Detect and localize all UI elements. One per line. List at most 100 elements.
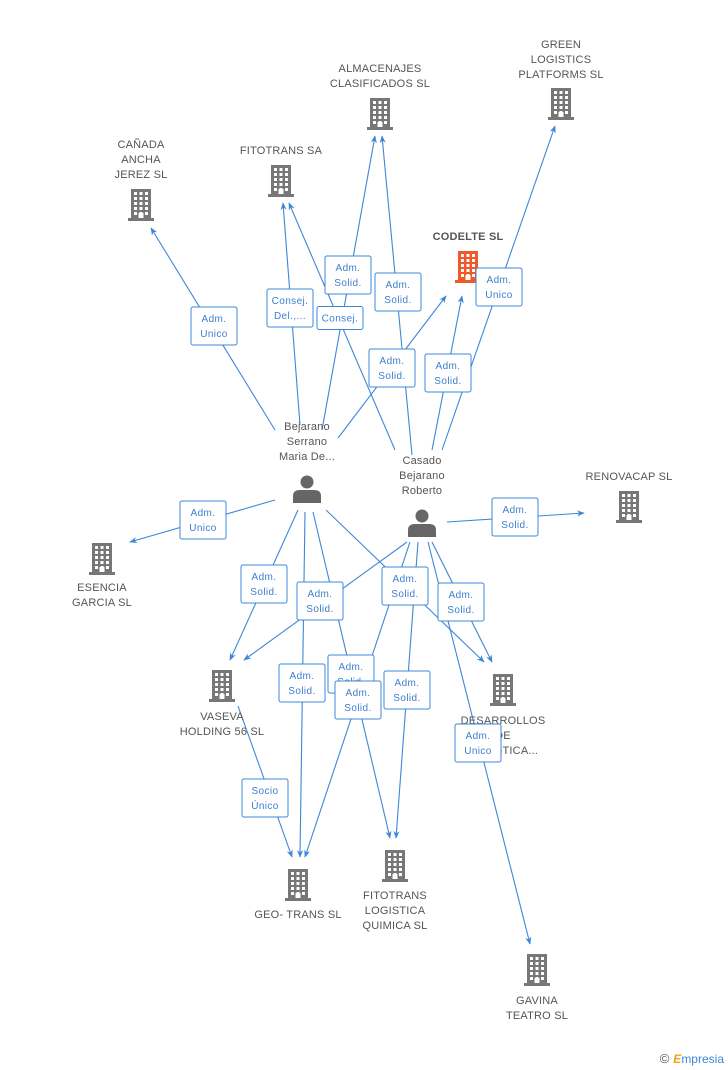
edge-label-text: Solid.	[501, 520, 528, 531]
node-label-line: FITOTRANS SA	[240, 145, 323, 157]
node-label-line: CAÑADA	[117, 138, 165, 151]
edge-label-text: Solid.	[344, 703, 371, 714]
edge-label-c-codelte: Adm. Solid.	[424, 353, 472, 393]
edge-label-c-desarrollos-a: Adm. Solid.	[437, 582, 485, 622]
edge-label-text: Adm.	[436, 361, 461, 372]
brand-initial: E	[673, 1052, 682, 1066]
node-label-line: RENOVACAP SL	[586, 471, 673, 483]
company-node-esencia[interactable]: ESENCIA GARCIA SL	[72, 543, 132, 609]
edge-label-text: Consej.	[322, 314, 359, 325]
edge-label-text: Solid.	[434, 376, 461, 387]
copyright-symbol: ©	[659, 1051, 670, 1066]
building-icon	[382, 850, 408, 882]
node-label-line: QUIMICA SL	[363, 920, 428, 932]
edge-label-b-vaseva: Adm. Solid.	[240, 564, 288, 604]
company-node-gavina[interactable]: GAVINA TEATRO SL	[506, 954, 568, 1022]
node-label-line: LOGISTICS	[531, 54, 591, 66]
node-label-line: ESENCIA	[77, 582, 127, 594]
edge-label-text: Adm.	[503, 505, 528, 516]
company-node-geotrans[interactable]: GEO- TRANS SL	[254, 869, 341, 921]
node-label-line: Casado	[402, 455, 441, 467]
person-icon	[293, 475, 321, 503]
building-icon	[548, 88, 574, 120]
node-label-line: GEO- TRANS SL	[254, 909, 341, 921]
building-icon	[268, 165, 294, 197]
node-label-line: CLASIFICADOS SL	[330, 78, 430, 90]
node-label-line: Bejarano	[399, 470, 445, 482]
company-node-almacenajes[interactable]: ALMACENAJES CLASIFICADOS SL	[330, 63, 430, 130]
edge-label-c-fitotrans-lq: Adm. Solid.	[383, 670, 431, 710]
node-label-line: ALMACENAJES	[339, 63, 422, 75]
edge-label-text: Adm.	[308, 589, 333, 600]
node-label-line: HOLDING 56 SL	[180, 726, 265, 738]
edge-label-text: Solid.	[250, 587, 277, 598]
edge-label-b-codelte: Adm.Solid.	[368, 348, 416, 388]
building-icon	[616, 491, 642, 523]
edge-label-text: Socio	[251, 786, 278, 797]
node-label-line: JEREZ SL	[115, 169, 168, 181]
edge-label-text: Solid.	[391, 589, 418, 600]
node-label-line: Maria De...	[279, 451, 335, 463]
edge-label-text: Solid.	[306, 604, 333, 615]
node-label-line: ANCHA	[121, 154, 161, 166]
edge-label-text: Solid.	[447, 605, 474, 616]
company-node-fitotrans-sa[interactable]: FITOTRANS SA	[240, 145, 323, 197]
node-label-line: PLATFORMS SL	[518, 69, 603, 81]
edge-label-text: Unico	[485, 290, 513, 301]
edge-label-text: Adm.	[393, 574, 418, 585]
edge-label-b-fitotrans-consej-del: Consej. Del.,...	[266, 288, 314, 328]
edge-label-c-vaseva: Adm. Solid.	[296, 581, 344, 621]
edge-label-c-almacenajes: Adm.Solid.	[374, 272, 422, 312]
node-label-line: GAVINA	[516, 995, 558, 1007]
node-label-line: GARCIA SL	[72, 597, 132, 609]
node-label-line: TEATRO SL	[506, 1010, 568, 1022]
node-label-line: VASEVA	[200, 711, 244, 723]
building-icon	[209, 670, 235, 702]
edge-label-text: Unico	[200, 329, 228, 340]
node-label-line: FITOTRANS	[363, 890, 427, 902]
company-node-green[interactable]: GREEN LOGISTICS PLATFORMS SL	[518, 39, 603, 120]
edge-label-c-renovacap: Adm. Solid.	[491, 497, 539, 537]
edge-label-text: Adm.	[380, 356, 405, 367]
edge-label-text: Consej.	[272, 296, 309, 307]
company-node-fitotrans-lq[interactable]: FITOTRANS LOGISTICA QUIMICA SL	[363, 850, 428, 932]
edge-label-text: Solid.	[384, 295, 411, 306]
empresia-watermark: ©Empresia	[660, 1051, 724, 1066]
edge-label-text: Adm.	[449, 590, 474, 601]
brand-name: mpresia	[681, 1052, 724, 1066]
edge-label-text: Adm.	[346, 688, 371, 699]
node-label-line: GREEN	[541, 39, 581, 51]
edge-label-b-geotrans: Adm. Solid.	[278, 663, 326, 703]
person-icon	[408, 509, 436, 537]
building-icon	[89, 543, 115, 575]
building-icon	[285, 869, 311, 901]
edge-label-text: Solid.	[334, 278, 361, 289]
edge-label-text: Adm.	[487, 275, 512, 286]
node-label-line: LOGISTICA	[365, 905, 426, 917]
edge-label-text: Solid.	[393, 693, 420, 704]
edge-label-b-esencia: Adm.Unico	[179, 500, 227, 540]
company-node-renovacap[interactable]: RENOVACAP SL	[586, 471, 673, 523]
edge-label-text: Solid.	[288, 686, 315, 697]
edge-label-text: Adm.	[395, 678, 420, 689]
building-icon	[524, 954, 550, 986]
edge-label-c-green: Adm. Unico	[475, 267, 523, 307]
building-icon	[490, 674, 516, 706]
building-icon	[455, 251, 481, 283]
company-node-vaseva[interactable]: VASEVA HOLDING 56 SL	[180, 670, 265, 738]
edge-label-text: Adm.	[252, 572, 277, 583]
company-node-canada[interactable]: CAÑADA ANCHA JEREZ SL	[115, 138, 168, 221]
edge-label-c-gavina: Adm.Unico	[454, 723, 502, 763]
node-label-line: CODELTE SL	[433, 231, 504, 243]
edge-label-text: Del.,...	[274, 311, 306, 322]
edge-label-text: Adm.	[191, 508, 216, 519]
edge-label-text: Unico	[464, 746, 492, 757]
node-label-line: Roberto	[402, 485, 443, 497]
edge-label-text: Adm.	[290, 671, 315, 682]
company-node-codelte[interactable]: CODELTE SL	[433, 231, 504, 283]
edge-label-b-canada: Adm.Unico	[190, 306, 238, 346]
